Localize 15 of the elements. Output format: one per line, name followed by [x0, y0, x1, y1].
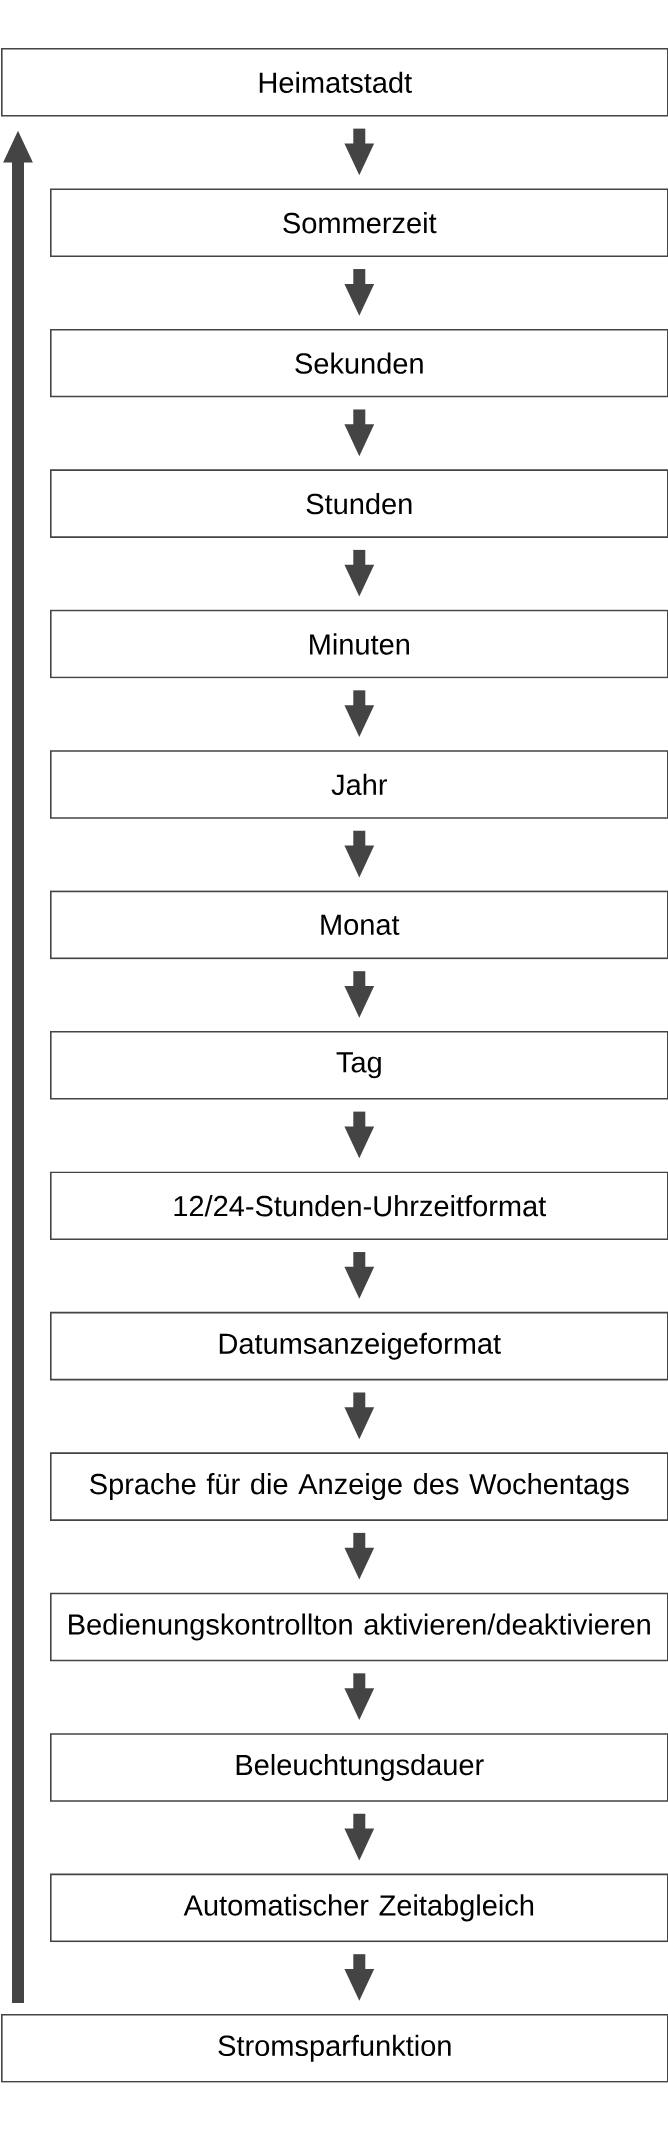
process-box: Sprache für die Anzeige des Wochentags: [50, 1452, 668, 1521]
process-box: Datumsanzeigeformat: [50, 1311, 668, 1381]
process-box: Beleuchtungsdauer: [50, 1733, 668, 1802]
process-box: Sommerzeit: [50, 188, 668, 258]
process-box: Jahr: [50, 750, 668, 819]
process-box: Heimatstadt: [1, 48, 668, 117]
process-box: Stromsparfunktion: [1, 2014, 668, 2083]
process-box: Tag: [50, 1031, 668, 1100]
process-box: Sekunden: [50, 328, 668, 398]
process-box: Monat: [50, 890, 668, 960]
process-box: Bedienungskontrollton aktivieren/deaktivieren: [50, 1592, 668, 1662]
process-box: Minuten: [50, 609, 668, 679]
process-box: Stunden: [50, 469, 668, 538]
process-box: Automatischer Zeitabgleich: [50, 1873, 668, 1943]
process-box: 12/24-Stunden-Uhrzeitformat: [50, 1171, 668, 1241]
